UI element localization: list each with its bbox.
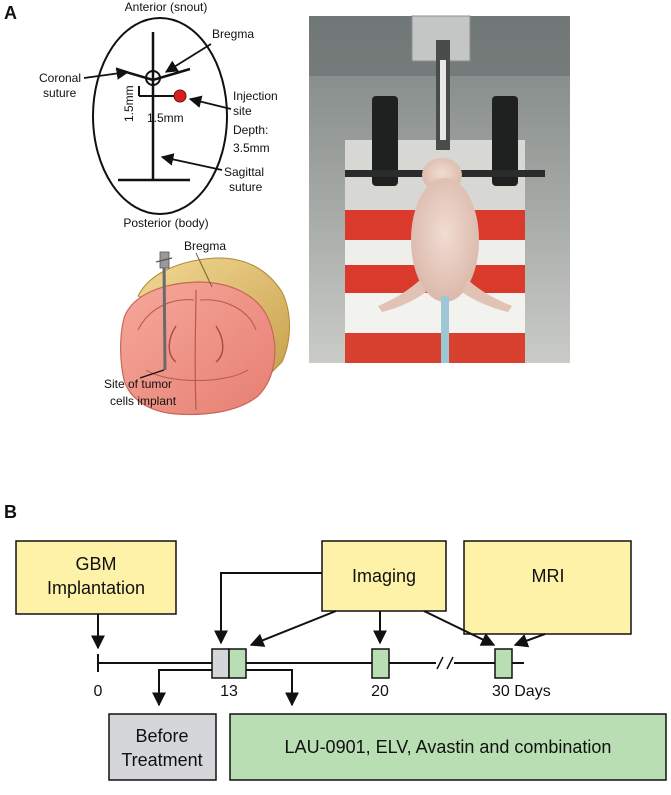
panel-b-letter: B — [4, 502, 17, 522]
posterior-label: Posterior (body) — [123, 216, 208, 230]
before-treatment-arrow — [152, 669, 212, 707]
day20-green-marker — [371, 648, 390, 679]
injection-site-dot — [173, 89, 187, 103]
mri-box — [463, 540, 632, 635]
brain-tissue — [120, 281, 276, 416]
bregma-arrow — [164, 43, 212, 73]
ventricle-left — [168, 325, 177, 363]
distance-horizontal-label: 1.5mm — [147, 111, 184, 125]
day30-green-marker — [494, 648, 513, 679]
implant-pointer — [139, 369, 165, 379]
injection-label-1: Injection — [233, 89, 278, 103]
axis-break-mark-1 — [436, 656, 444, 670]
imaging-to-day13-elbow-arrow — [214, 572, 322, 645]
imaging-to-day13-arrow — [249, 610, 337, 647]
before-treatment-box — [108, 713, 217, 781]
before-label-2: Treatment — [121, 750, 202, 770]
implant-label-2: cells implant — [110, 394, 177, 408]
anterior-label: Anterior (snout) — [125, 0, 208, 14]
hippocampus-contour — [145, 369, 249, 381]
treatment-arrow — [246, 669, 299, 707]
brain-midline — [194, 289, 197, 411]
bregma-marker — [145, 70, 161, 86]
before-label-1: Before — [135, 726, 188, 746]
imaging-box — [321, 540, 447, 612]
axis-break-mark-2 — [446, 656, 454, 670]
ear-bar-left-post — [372, 96, 398, 186]
ear-bar-right-post — [492, 96, 518, 186]
imaging-to-day30-arrow — [423, 610, 496, 646]
syringe-barrel — [440, 60, 446, 140]
tick-label-30-days: 30 Days — [492, 683, 551, 700]
mouse-body — [411, 178, 479, 302]
imaging-label: Imaging — [352, 566, 416, 586]
skull-schematic — [92, 17, 228, 215]
bregma-label: Bregma — [212, 27, 254, 41]
mri-label: MRI — [532, 566, 565, 586]
needle-hub-tick — [155, 257, 173, 263]
treatment-label: LAU-0901, ELV, Avastin and combination — [285, 737, 612, 757]
day13-grey-marker — [211, 648, 230, 679]
injection-needle — [162, 257, 167, 371]
cortex-contour-right — [199, 299, 257, 331]
axis-break-gap — [436, 655, 454, 671]
injection-arrow — [188, 95, 232, 110]
panel-a-letter: A — [4, 3, 17, 23]
stereotaxic-photo — [309, 15, 570, 363]
mouse-hindlimb-right — [462, 280, 512, 312]
tick-label-0: 0 — [94, 683, 103, 700]
coronal-label-2: suture — [43, 86, 77, 100]
injection-label-2: site — [233, 104, 252, 118]
day13-green-marker — [228, 648, 247, 679]
mri-to-day30-arrow — [513, 633, 546, 648]
gbm-label-1: GBM — [75, 554, 116, 574]
sagittal-arrow — [160, 153, 223, 171]
tick-label-20: 20 — [371, 683, 389, 700]
treatment-box — [229, 713, 667, 781]
injection-label-3: Depth: — [233, 123, 268, 137]
injection-label-4: 3.5mm — [233, 141, 270, 155]
brain-section-illustration — [120, 251, 290, 416]
implant-label-1: Site of tumor — [104, 377, 172, 391]
sagittal-label-2: suture — [229, 180, 263, 194]
skull-outline — [92, 17, 228, 215]
brain-bregma-label: Bregma — [184, 239, 226, 253]
red-tape-3 — [345, 333, 525, 363]
gbm-label-2: Implantation — [47, 578, 145, 598]
coronal-label-1: Coronal — [39, 71, 81, 85]
gbm-implantation-box — [15, 540, 177, 615]
ventricle-right — [215, 325, 224, 363]
coronal-arrow — [83, 67, 130, 80]
brain-bregma-pointer — [195, 252, 213, 288]
sagittal-label-1: Sagittal — [224, 165, 264, 179]
mouse-tail — [441, 296, 449, 363]
tick-label-13: 13 — [220, 683, 238, 700]
mouse-hindlimb-left — [378, 280, 426, 312]
distance-vertical-label: 1.5mm — [122, 85, 136, 122]
